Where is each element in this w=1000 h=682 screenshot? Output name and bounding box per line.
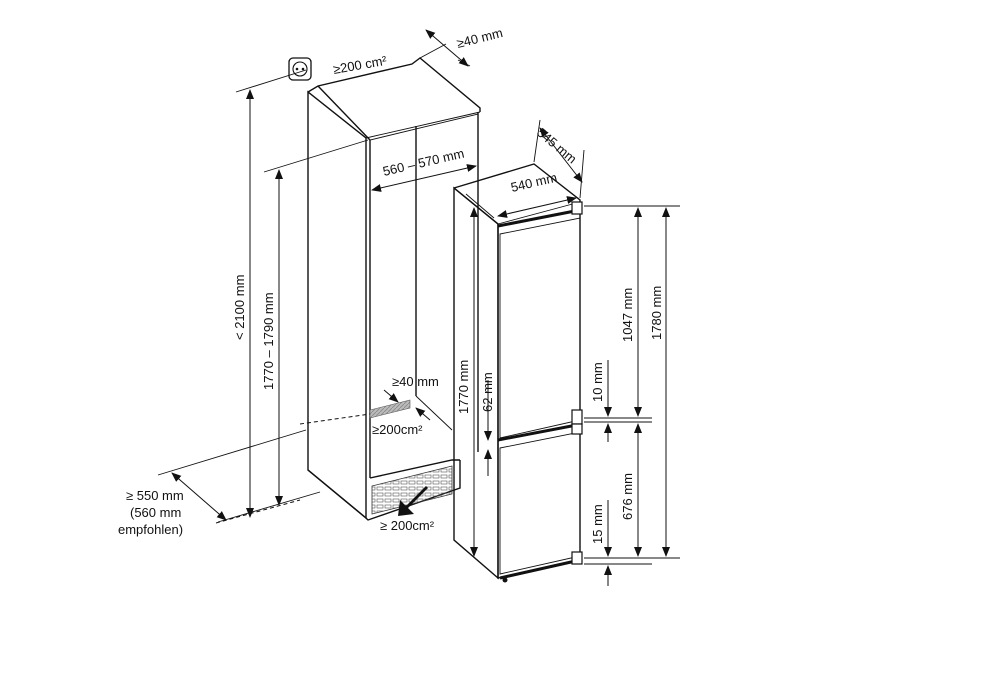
niche-width-label: 560 – 570 mm	[381, 146, 465, 179]
upper-door-label: 1047 mm	[620, 288, 635, 342]
depth-label-line1: ≥ 550 mm	[126, 488, 184, 503]
total-height-label: 1780 mm	[649, 286, 664, 340]
appliance-dimensions	[470, 119, 680, 586]
power-socket-icon	[288, 57, 312, 81]
dimension-labels: ≥200 cm² ≥40 mm 560 – 570 mm < 2100 mm 1…	[118, 25, 664, 544]
depth-label-line2: (560 mm	[130, 505, 181, 520]
bottom-vent-area-label: ≥ 200cm²	[380, 518, 435, 533]
appliance-depth-label: 545 mm	[534, 125, 580, 167]
niche-dimensions	[157, 29, 477, 523]
gap-62-label: 62 mm	[480, 372, 495, 412]
rear-vent-gap-label: ≥40 mm	[392, 374, 439, 389]
niche-height-label: 1770 – 1790 mm	[261, 292, 276, 390]
lower-door-label: 676 mm	[620, 473, 635, 520]
appliance	[453, 163, 583, 583]
appliance-height-side-label: 1770 mm	[456, 360, 471, 414]
depth-label-line3: empfohlen)	[118, 522, 183, 537]
gap-15-label: 15 mm	[590, 504, 605, 544]
niche-height-max-label: < 2100 mm	[232, 275, 247, 340]
top-clearance-label: ≥40 mm	[455, 25, 504, 51]
top-vent-area-label: ≥200 cm²	[332, 53, 389, 77]
gap-10-label: 10 mm	[590, 362, 605, 402]
appliance-width-label: 540 mm	[509, 170, 558, 195]
cabinet-niche	[215, 57, 481, 524]
rear-vent-area-label: ≥200cm²	[372, 422, 423, 437]
